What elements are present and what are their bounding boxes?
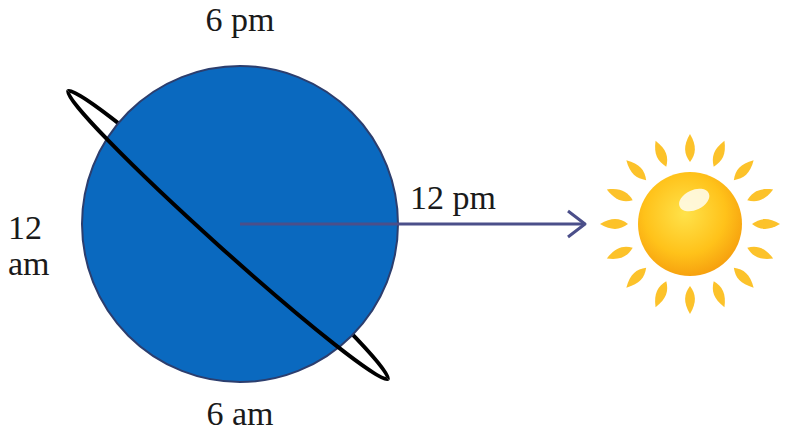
sun-ray bbox=[730, 157, 757, 184]
sun bbox=[600, 134, 780, 314]
sun-highlight bbox=[676, 184, 713, 216]
sun-ray bbox=[651, 279, 671, 309]
sun-ray bbox=[651, 139, 671, 169]
time-label: 12 am bbox=[8, 210, 70, 282]
sun-ray bbox=[685, 286, 695, 314]
sun-ray bbox=[685, 134, 695, 162]
sun-ray bbox=[623, 157, 650, 184]
time-label: 6 am bbox=[206, 396, 273, 432]
sun-body bbox=[638, 172, 742, 276]
sun-ray bbox=[623, 264, 650, 291]
time-label: 12 pm bbox=[410, 180, 496, 216]
sun-ray bbox=[745, 243, 775, 263]
sun-ray bbox=[709, 279, 729, 309]
time-label: 6 pm bbox=[206, 2, 275, 38]
sun-ray bbox=[730, 264, 757, 291]
arrow-head bbox=[568, 211, 585, 237]
sun-direction-arrow bbox=[240, 223, 584, 226]
sun-ray bbox=[709, 139, 729, 169]
sun-ray bbox=[600, 219, 628, 229]
sun-ray bbox=[605, 185, 635, 205]
sun-ray bbox=[745, 185, 775, 205]
sun-ray bbox=[605, 243, 635, 263]
ring-front bbox=[59, 91, 388, 389]
sun-ray bbox=[752, 219, 780, 229]
